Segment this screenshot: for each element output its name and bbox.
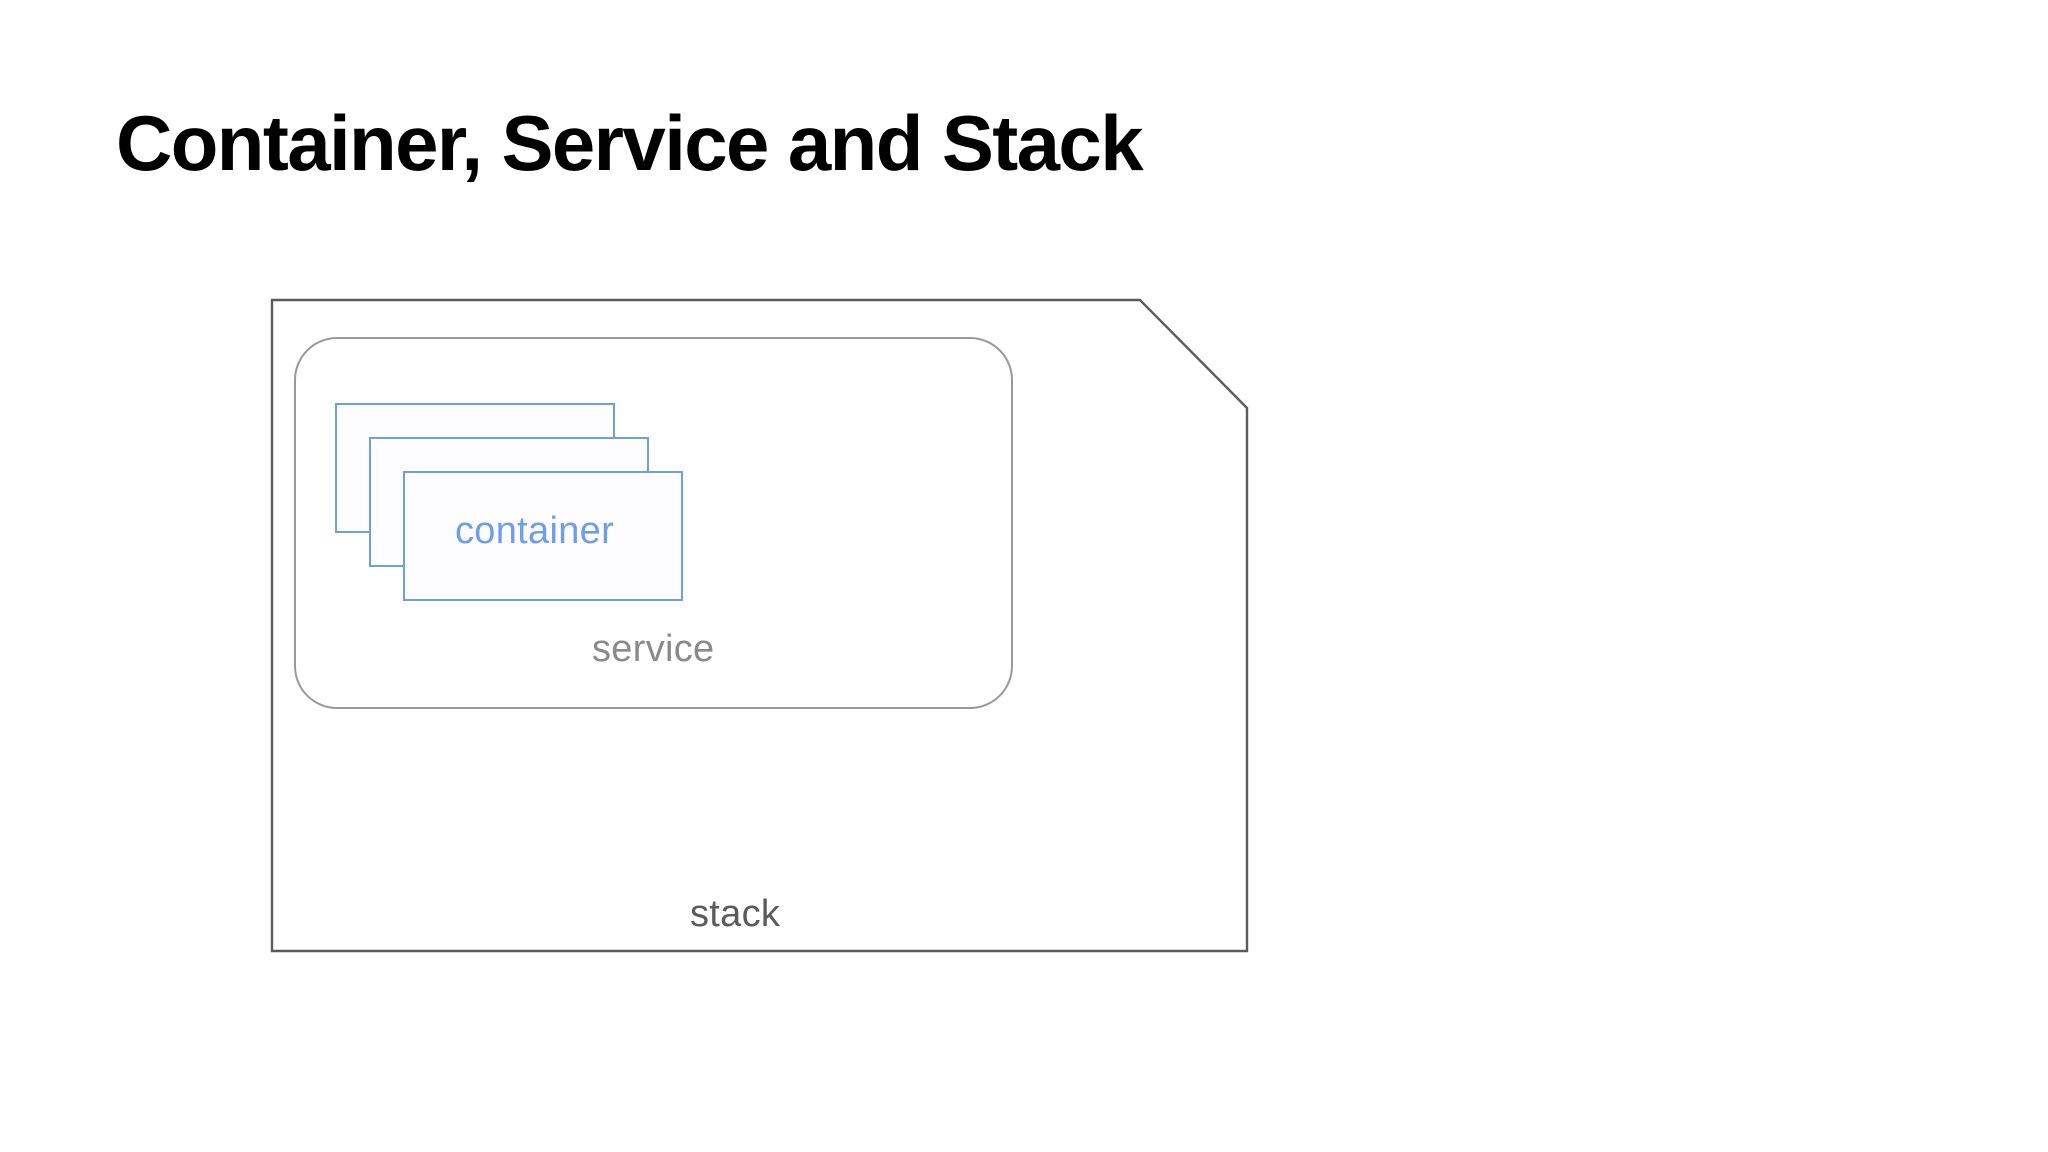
container-card-front[interactable] <box>403 471 683 601</box>
page-title: Container, Service and Stack <box>116 99 1144 187</box>
stack-label: stack <box>690 893 781 935</box>
service-label: service <box>592 628 715 670</box>
container-label: container <box>455 510 615 552</box>
